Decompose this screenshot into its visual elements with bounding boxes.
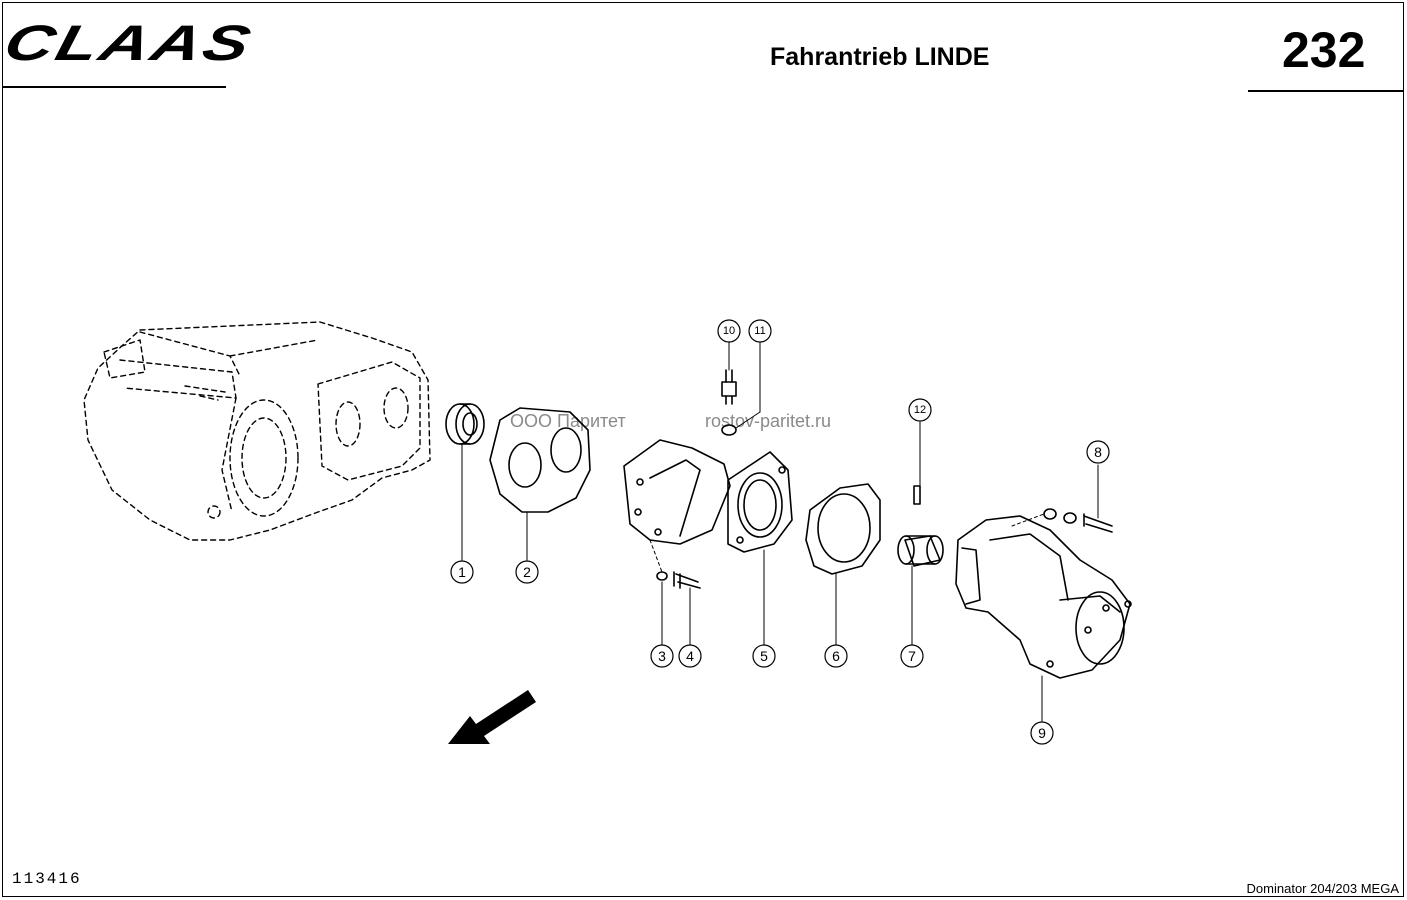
logo-rule [2, 86, 226, 88]
model-name: Dominator 204/203 MEGA [1246, 881, 1399, 896]
callout-4: 4 [686, 648, 694, 664]
watermark-site: rostov-paritet.ru [705, 411, 832, 431]
callout-5: 5 [760, 648, 768, 664]
part-adapter-flange [623, 439, 793, 553]
part-coupling-sleeve [897, 535, 944, 567]
gearbox-housing-outline [83, 321, 431, 541]
callout-12: 12 [913, 404, 927, 416]
part-sensor [721, 369, 737, 436]
part-bearing [445, 403, 485, 445]
drawing-code: 113416 [12, 870, 82, 888]
page-number-rule [1248, 90, 1404, 92]
part-gasket-round [805, 483, 881, 575]
callout-3: 3 [658, 648, 666, 664]
callout-1: 1 [458, 564, 466, 580]
callout-8: 8 [1094, 444, 1102, 460]
part-washer-bolt-upper [1043, 508, 1113, 533]
callout-7: 7 [908, 648, 916, 664]
part-hydraulic-motor [955, 515, 1132, 679]
page-number: 232 [1282, 22, 1366, 78]
part-washer-bolt-lower [656, 571, 701, 589]
callout-circles [450, 319, 1110, 745]
part-gasket-double [489, 407, 591, 513]
leader-lines [461, 341, 1099, 722]
callout-6: 6 [832, 648, 840, 664]
direction-arrow-icon [448, 690, 536, 744]
part-pin [913, 485, 921, 505]
page-title: Fahrantrieb LINDE [770, 43, 990, 71]
callout-9: 9 [1038, 725, 1046, 741]
callout-10: 10 [722, 325, 736, 337]
callout-2: 2 [523, 564, 531, 580]
watermark-company: ООО Паритет [510, 411, 626, 431]
callout-11: 11 [754, 325, 766, 337]
